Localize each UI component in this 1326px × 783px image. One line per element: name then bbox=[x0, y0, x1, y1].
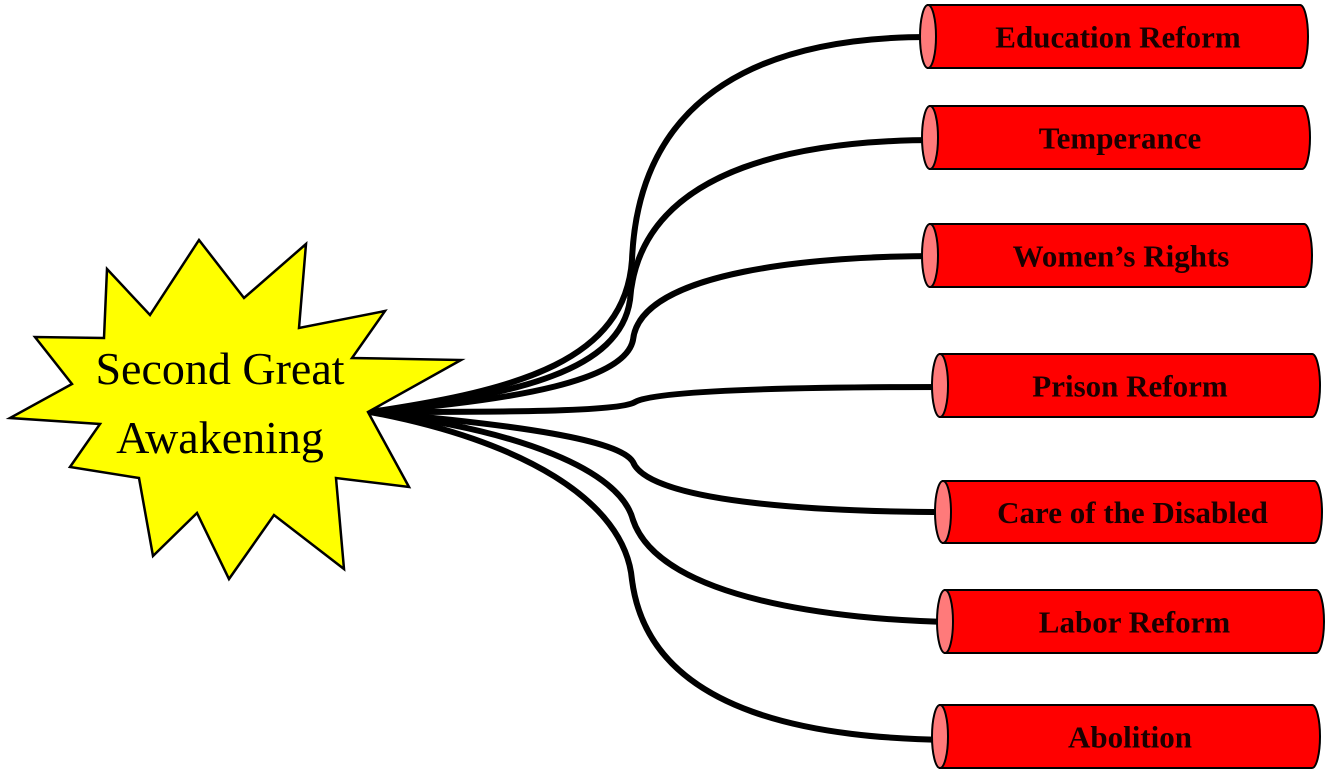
reform-item: Temperance bbox=[921, 105, 1311, 170]
reform-label: Care of the Disabled bbox=[997, 495, 1268, 530]
cylinder-cap bbox=[921, 105, 939, 170]
reform-item: Abolition bbox=[931, 704, 1321, 769]
reform-label: Women’s Rights bbox=[1013, 239, 1230, 274]
reform-item: Prison Reform bbox=[931, 353, 1321, 418]
reform-label: Prison Reform bbox=[1032, 369, 1228, 404]
connector-line bbox=[367, 384, 951, 415]
starburst: Second Great Awakening bbox=[5, 237, 466, 582]
cylinder-body bbox=[939, 704, 1321, 769]
reform-label: Temperance bbox=[1039, 121, 1201, 156]
reform-item: Labor Reform bbox=[936, 589, 1325, 654]
cylinder-body bbox=[942, 480, 1323, 544]
cylinder-body bbox=[939, 353, 1321, 418]
starburst-shape bbox=[5, 237, 466, 582]
cylinder-cap bbox=[921, 223, 939, 288]
connector-line bbox=[367, 137, 940, 415]
reform-item: Education Reform bbox=[919, 4, 1309, 69]
cylinder-cap bbox=[934, 480, 952, 544]
cylinder-cap bbox=[936, 589, 954, 654]
reform-item: Women’s Rights bbox=[921, 223, 1313, 288]
connector-line bbox=[367, 253, 941, 415]
reform-label: Labor Reform bbox=[1039, 605, 1231, 640]
center-title-line-2: Awakening bbox=[116, 412, 324, 463]
cylinder-body bbox=[927, 4, 1309, 69]
cylinder-body bbox=[929, 223, 1313, 288]
connector-line bbox=[367, 33, 938, 415]
cylinder-cap bbox=[931, 704, 949, 769]
center-title-line-1: Second Great bbox=[95, 343, 344, 394]
cylinder-cap bbox=[919, 4, 937, 69]
connector-lines bbox=[367, 33, 955, 743]
connector-line bbox=[367, 409, 955, 625]
cylinder-body bbox=[929, 105, 1311, 170]
connector-line bbox=[367, 409, 951, 743]
reform-label: Education Reform bbox=[995, 20, 1241, 55]
reform-label: Abolition bbox=[1068, 720, 1192, 755]
connector-line bbox=[367, 409, 951, 515]
cylinder-cap bbox=[931, 353, 949, 418]
cylinder-body bbox=[944, 589, 1325, 654]
reform-item: Care of the Disabled bbox=[934, 480, 1323, 544]
